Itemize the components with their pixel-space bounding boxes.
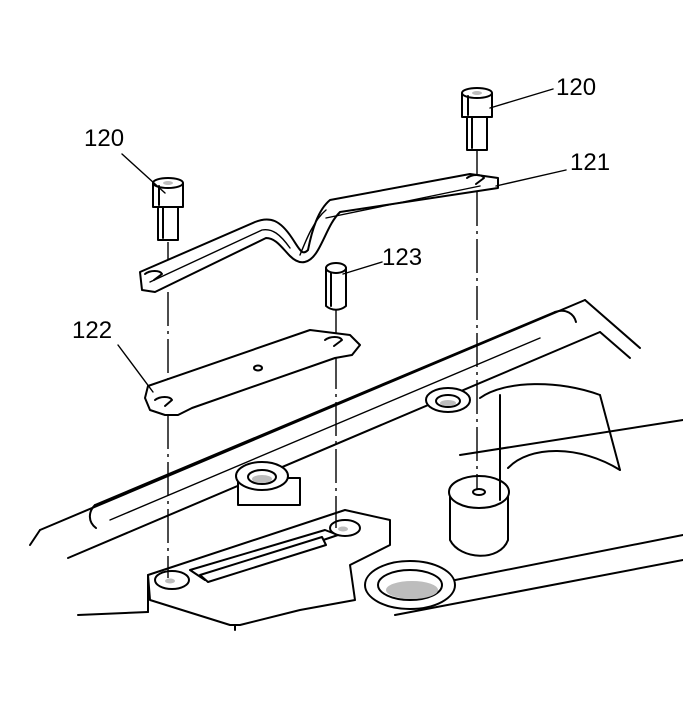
transmission-case (29, 299, 683, 631)
leader-lines (117, 88, 567, 393)
callout-bolt-right: 120 (556, 74, 596, 101)
alignment-lines (167, 150, 478, 578)
callout-plate: 122 (72, 317, 112, 344)
callout-bracket: 121 (570, 149, 610, 176)
bolt-right (461, 87, 493, 151)
bracket-part-121 (139, 173, 499, 293)
plate-part-122 (144, 329, 361, 416)
bolt-left (152, 177, 184, 241)
callout-bolt-left: 120 (84, 125, 124, 152)
callout-pin: 123 (382, 244, 422, 271)
pin-part-123 (325, 262, 347, 311)
